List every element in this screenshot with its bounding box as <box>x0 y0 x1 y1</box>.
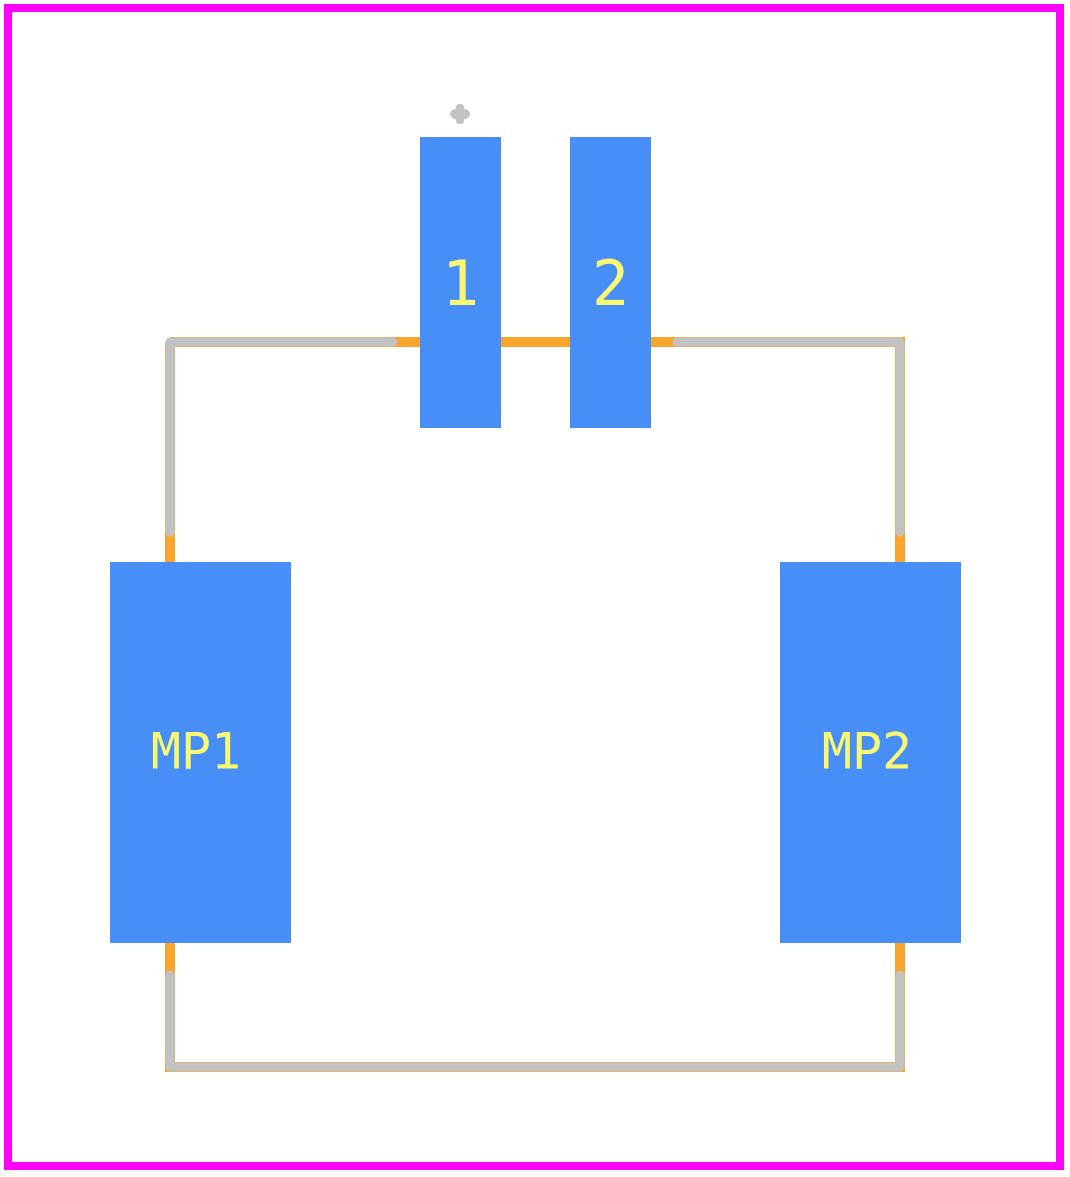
silk-top-left <box>165 337 398 537</box>
pad-mp2[interactable] <box>780 562 961 943</box>
pad-mp2-label: MP2 <box>822 723 912 781</box>
pad-1[interactable] <box>420 137 501 428</box>
courtyard-outline <box>4 4 1064 1170</box>
pad-1-label: 1 <box>442 247 479 320</box>
pad-2[interactable] <box>570 137 651 428</box>
silk-top-right <box>672 337 905 537</box>
pad-2-label: 2 <box>592 247 629 320</box>
pad-mp1[interactable] <box>110 562 291 943</box>
silkscreen-outline <box>165 337 905 1072</box>
pad-mp1-label: MP1 <box>151 723 241 781</box>
silk-bottom <box>165 970 905 1072</box>
pin1-marker-icon <box>450 104 470 124</box>
